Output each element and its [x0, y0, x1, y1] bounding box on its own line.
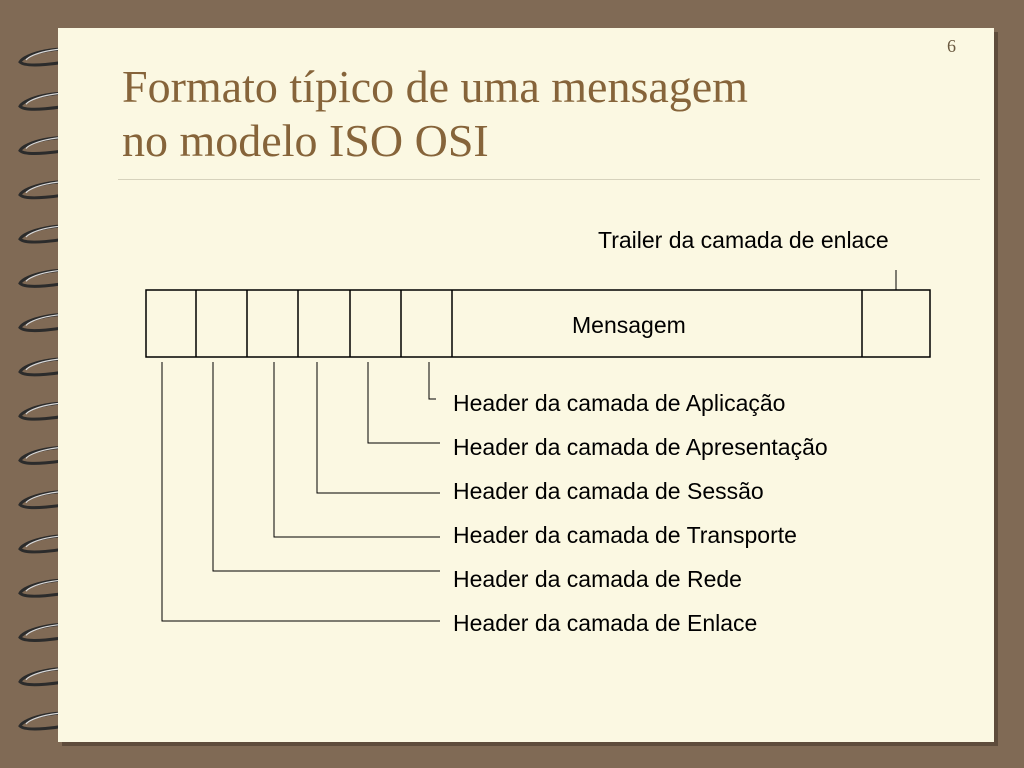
title-line-2: no modelo ISO OSI [122, 115, 489, 166]
header-label-enlace: Header da camada de Enlace [453, 610, 758, 636]
connector-sessao [316, 362, 440, 494]
slide-title: Formato típico de uma mensagem no modelo… [122, 60, 962, 168]
connector-enlace [161, 362, 440, 622]
header-label-aplicacao: Header da camada de Aplicação [453, 390, 786, 416]
slide-page [58, 28, 994, 742]
connector-transporte [273, 362, 440, 538]
message-label: Mensagem [572, 312, 686, 338]
header-label-rede: Header da camada de Rede [453, 566, 742, 592]
page-number: 6 [947, 36, 956, 56]
connector-apresentacao [367, 362, 440, 444]
connector-aplicacao [428, 362, 436, 400]
connector-rede [212, 362, 440, 572]
trailer-label: Trailer da camada de enlace [598, 227, 889, 253]
header-label-sessao: Header da camada de Sessão [453, 478, 764, 504]
message-frame [145, 289, 931, 358]
title-divider [118, 179, 980, 180]
header-label-apresentacao: Header da camada de Apresentação [453, 434, 828, 460]
title-line-1: Formato típico de uma mensagem [122, 61, 748, 112]
header-label-transporte: Header da camada de Transporte [453, 522, 797, 548]
